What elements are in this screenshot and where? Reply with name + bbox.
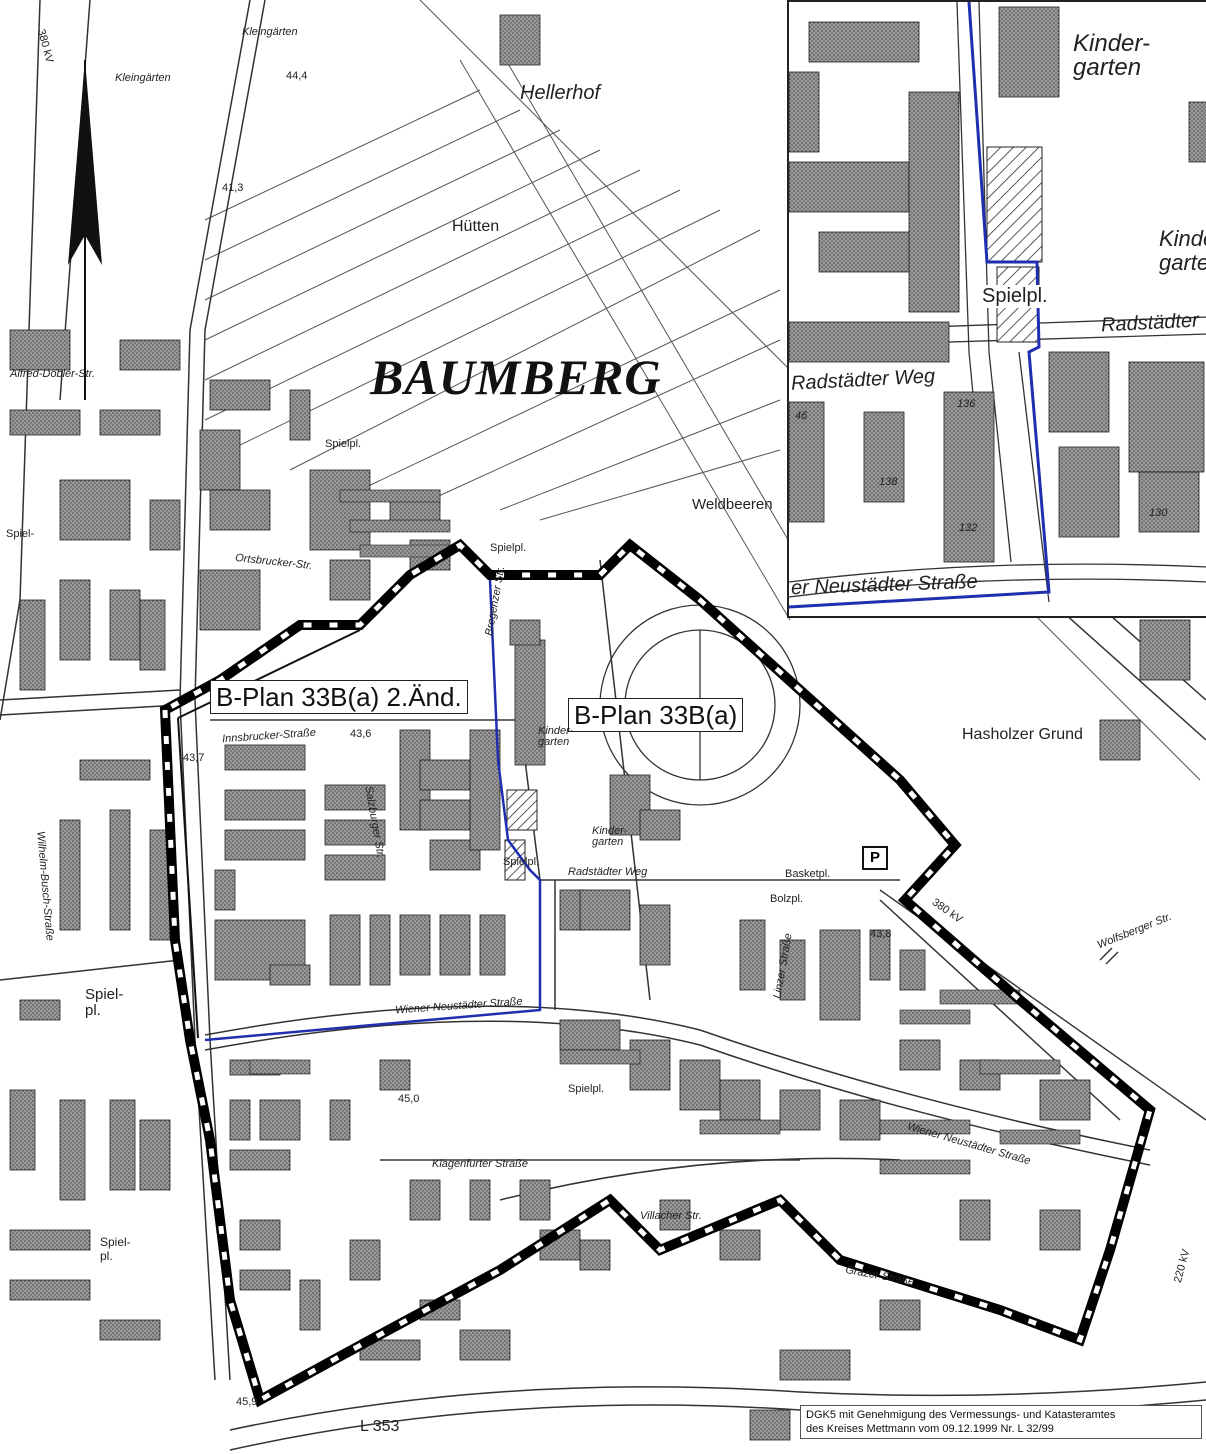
place-weldbeeren: Weldbeeren bbox=[692, 496, 773, 513]
inset-kindergarten: Kinder- garten bbox=[1073, 30, 1150, 81]
facility-playground: Spielpl. bbox=[490, 542, 527, 554]
place-hasholzer-grund: Hasholzer Grund bbox=[962, 726, 1083, 743]
field-lines bbox=[204, 0, 1201, 781]
inset-house-number: 138 bbox=[879, 476, 898, 488]
inset-house-number: 132 bbox=[959, 522, 978, 534]
plan-label-amendment[interactable]: B-Plan 33B(a) 2.Änd. bbox=[210, 680, 468, 714]
street-label: Alfred-Döbler-Str. bbox=[10, 368, 95, 380]
elevation-label: 45,0 bbox=[398, 1093, 420, 1105]
elevation-label: 41,3 bbox=[222, 182, 244, 194]
hatched-plot bbox=[504, 839, 526, 881]
street-label: Radstädter Weg bbox=[568, 866, 648, 878]
amendment-boundary bbox=[204, 579, 542, 1042]
street-label: Villacher Str. bbox=[640, 1210, 702, 1222]
elevation-label: 43,8 bbox=[870, 928, 892, 940]
inset-house-number: 130 bbox=[1149, 507, 1168, 519]
facility-playground: Spiel- pl. bbox=[100, 1235, 131, 1263]
elevation-label: 43,7 bbox=[183, 752, 205, 764]
map-title: BAUMBERG bbox=[370, 349, 662, 405]
buildings bbox=[9, 14, 1191, 1441]
facility-playground: Spielpl. bbox=[568, 1083, 605, 1095]
elevation-label: 44,4 bbox=[286, 70, 308, 82]
inset-house-number: 46 bbox=[795, 410, 808, 422]
inset-house-number: 136 bbox=[957, 398, 976, 410]
credit-line: DGK5 mit Genehmigung des Vermessungs- un… bbox=[806, 1409, 1116, 1421]
place-hellerhof: Hellerhof bbox=[520, 82, 601, 104]
terrace-rows bbox=[249, 489, 1081, 1175]
street-label: Klagenfurter Straße bbox=[432, 1158, 528, 1170]
map-credit: DGK5 mit Genehmigung des Vermessungs- un… bbox=[800, 1405, 1202, 1439]
place-kleingaerten: Kleingärten bbox=[242, 26, 298, 38]
facility-playground: Spiel- pl. bbox=[85, 986, 124, 1019]
facility-kindergarten: Kinder- garten bbox=[592, 825, 628, 848]
inset-detail-map[interactable]: Kinder- garten Kinder- garten Spielpl. R… bbox=[787, 0, 1206, 618]
plan-boundary bbox=[159, 538, 1156, 1408]
plan-label-base[interactable]: B-Plan 33B(a) bbox=[568, 698, 744, 732]
elevation-label: 43,6 bbox=[350, 728, 372, 740]
road-l353: L 353 bbox=[360, 1418, 400, 1435]
facility-basketball: Basketpl. bbox=[785, 868, 831, 880]
facility-playground: Spielpl. bbox=[325, 438, 362, 450]
amendment-outline bbox=[177, 629, 361, 1039]
facility-football-pitch: Bolzpl. bbox=[770, 893, 804, 905]
parking-icon: P bbox=[862, 846, 888, 870]
hatched-plot bbox=[506, 789, 538, 831]
elevation-label: 45,9 bbox=[236, 1396, 258, 1408]
inset-playground: Spielpl. bbox=[982, 285, 1048, 308]
north-arrow-icon bbox=[68, 60, 102, 400]
inset-kindergarten: Kinder- garten bbox=[1159, 226, 1206, 275]
credit-line: des Kreises Mettmann vom 09.12.1999 Nr. … bbox=[806, 1423, 1054, 1435]
place-kleingaerten: Kleingärten bbox=[115, 72, 171, 84]
plan-boundary-dashes bbox=[162, 541, 1153, 1404]
facility-playground: Spiel- bbox=[6, 528, 35, 540]
inset-canvas bbox=[789, 2, 1206, 609]
facility-kindergarten: Kinder- garten bbox=[538, 725, 574, 748]
facility-playground: Spielpl. bbox=[503, 856, 540, 868]
place-huetten: Hütten bbox=[452, 218, 500, 235]
